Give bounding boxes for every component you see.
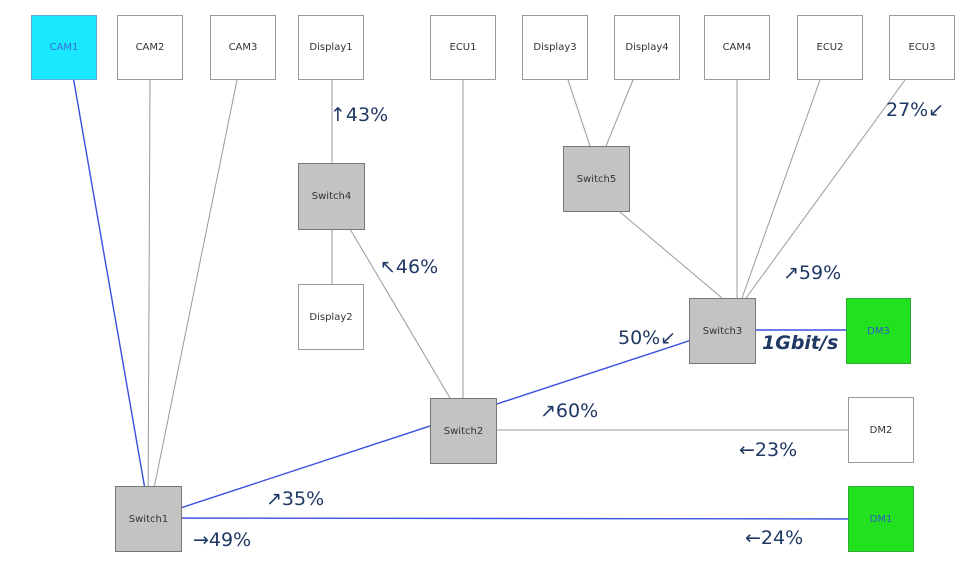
node-cam3[interactable]: CAM3: [210, 15, 276, 80]
node-display4[interactable]: Display4: [614, 15, 680, 80]
node-dm1[interactable]: DM1: [848, 486, 914, 552]
path-cam1-switch1: [64, 29, 151, 519]
path-switch1-dm1: [149, 517, 871, 520]
node-switch4[interactable]: Switch4: [298, 163, 365, 230]
link-ecu2-switch3: [741, 79, 821, 299]
label-switch1-49: →49%: [193, 529, 252, 551]
node-dm3[interactable]: DM3: [846, 298, 911, 364]
label-dm2-23: ←23%: [739, 439, 798, 461]
node-display3[interactable]: Display3: [522, 15, 588, 80]
label-switch3-59: ↗59%: [783, 262, 842, 284]
label-switch3-50: 50%↙: [618, 327, 677, 349]
node-ecu2[interactable]: ECU2: [797, 15, 863, 80]
label-ecu3-27: 27%↙: [886, 99, 945, 121]
link-ecu3-switch3: [745, 79, 906, 299]
label-switch1-35: ↗35%: [266, 488, 325, 510]
node-ecu3[interactable]: ECU3: [889, 15, 955, 80]
link-display4-switch5: [605, 79, 634, 147]
label-display1-up-43: ↑43%: [330, 104, 389, 126]
node-cam1[interactable]: CAM1: [31, 15, 97, 80]
node-cam4[interactable]: CAM4: [704, 15, 770, 80]
node-switch1[interactable]: Switch1: [115, 486, 182, 552]
label-dm1-24: ←24%: [745, 527, 804, 549]
link-switch5-switch3: [619, 211, 723, 299]
node-dm2[interactable]: DM2: [848, 397, 914, 463]
node-ecu1[interactable]: ECU1: [430, 15, 496, 80]
node-switch2[interactable]: Switch2: [430, 398, 497, 464]
node-display1[interactable]: Display1: [298, 15, 364, 80]
label-switch4-46: ↖46%: [380, 256, 439, 278]
node-switch3[interactable]: Switch3: [689, 298, 756, 364]
link-cam3-switch1: [147, 79, 238, 519]
link-display3-switch5: [567, 79, 591, 147]
node-display2[interactable]: Display2: [298, 284, 364, 350]
link-cam2-switch1: [147, 79, 151, 519]
label-link-speed: 1Gbit/s: [762, 332, 839, 354]
node-switch5[interactable]: Switch5: [563, 146, 630, 212]
label-switch2-60: ↗60%: [540, 400, 599, 422]
node-cam2[interactable]: CAM2: [117, 15, 183, 80]
link-switch4-switch2: [349, 228, 451, 399]
